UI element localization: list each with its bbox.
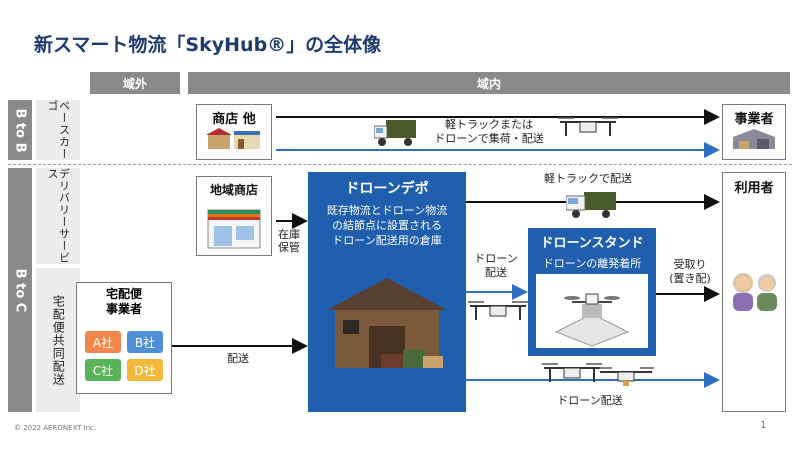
truck-icon [374,120,416,146]
drone-depot-description: 既存物流とドローン物流 の結節点に設置される ドローン配送用の倉庫 [326,204,448,247]
drone-stand-panel: ドローンスタンド ドローンの離発着所 [528,228,656,356]
users-label: 利用者 [734,181,774,196]
row-sub-shared-delivery-text: 宅配便共同配送 [51,294,66,386]
courier-b: B社 [127,331,163,353]
row-label-btob: B to B [8,100,32,160]
drone-depot-title: ドローンデポ [345,181,429,197]
delivery-label: 配送 [227,352,249,365]
courier-title: 宅配便 事業者 [105,287,142,316]
header-inside: 域内 [188,72,790,94]
row-separator [8,164,792,165]
light-truck-delivery-label: 軽トラックで配送 [544,172,632,185]
warehouse-shed-icon [327,278,447,368]
row-sub-shared-delivery: 宅配便共同配送 [36,268,80,412]
drone-icon-bottom-2 [598,367,654,386]
row-sub-delivery-service: デリバリーサービス [36,168,80,264]
local-shop-label: 地域商店 [209,183,258,197]
drone-stand-title: ドローンスタンド [540,236,644,251]
drone-depot-panel: ドローンデポ 既存物流とドローン物流 の結節点に設置される ドローン配送用の倉庫 [308,172,466,412]
drone-icon-bottom-1 [542,363,602,382]
btob-transport-label: 軽トラックまたは ドローンで集荷・配送 [434,118,544,145]
local-shop-box: 地域商店 [196,176,272,256]
row-sub-base-cargo-text: ベースカーゴ [46,100,71,160]
header-outside: 域外 [90,72,180,94]
row-sub-delivery-service-text: デリバリーサービス [46,168,71,264]
elderly-couple-icon [733,273,777,311]
business-dest-label: 事業者 [734,112,774,127]
storefront-icon [206,128,260,149]
convenience-store-icon [207,209,261,249]
courier-box: 宅配便 事業者 A社 B社 C社 D社 [76,282,172,394]
courier-c: C社 [85,359,121,381]
storage-label: 在庫 保管 [278,228,300,255]
pickup-label: 受取り (置き配) [669,258,711,285]
courier-d: D社 [127,359,163,381]
drone-stand-image-area [536,274,648,348]
warehouse-icon [733,129,775,149]
row-label-btoc: B to C [8,168,32,412]
page-number: 1 [760,420,767,431]
slide-title: 新スマート物流「SkyHub®」の全体像 [34,34,382,56]
drone-port-icon [554,293,630,347]
drone-stand-subtitle: ドローンの離発着所 [542,257,642,270]
business-dest-box: 事業者 [722,104,786,160]
drone-delivery-label-1: ドローン 配送 [474,252,518,279]
courier-a: A社 [85,331,121,353]
drone-icon [558,117,618,136]
drone-icon-depot [468,301,528,320]
footer-copyright: © 2022 AERONEXT Inc. [14,424,97,432]
row-sub-base-cargo: ベースカーゴ [36,100,80,160]
drone-delivery-label-2: ドローン配送 [557,394,623,407]
users-box: 利用者 [722,172,786,412]
light-truck-icon [566,192,616,218]
shop-etc-label: 商店 他 [212,112,256,127]
shop-etc-box: 商店 他 [196,104,272,160]
